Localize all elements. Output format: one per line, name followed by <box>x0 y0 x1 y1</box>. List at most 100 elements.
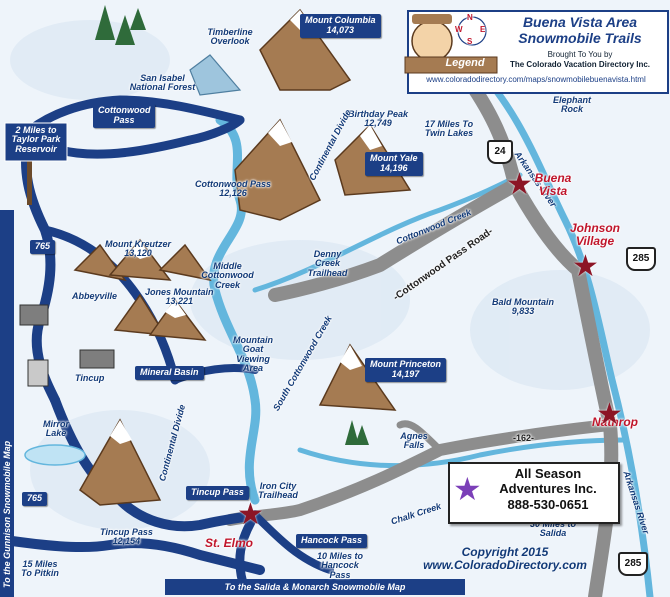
elephant-rock-label: Elephant Rock <box>552 95 591 115</box>
mount-yale-sign: Mount Yale 14,196 <box>365 152 423 176</box>
denny-creek-label: Denny Creek Trailhead <box>307 249 348 278</box>
chalk-creek-river <box>297 437 628 469</box>
us-24-shield: 24 <box>487 140 513 164</box>
mount-kreutzer-elevation: 13,120 <box>124 248 152 259</box>
agnes-falls-label: Agnes Falls <box>400 431 428 451</box>
cottonwood-pass-sign: Cottonwood Pass <box>93 104 155 128</box>
legend-title: Buena Vista Area Snowmobile Trails <box>518 14 642 46</box>
cottonwood-pass-elevation: 12,126 <box>219 188 247 199</box>
tincup-building <box>79 349 115 369</box>
jones-mountain-elevation: 13,221 <box>165 296 194 307</box>
legend-url[interactable]: www.coloradodirectory.com/maps/snowmobil… <box>426 75 646 84</box>
trail-timberline <box>25 95 245 135</box>
buildings <box>19 304 115 387</box>
twin-lakes-label: 17 Miles To Twin Lakes <box>424 119 474 139</box>
st-elmo-star-icon[interactable]: ★ <box>237 498 264 531</box>
salida-edge-label[interactable]: To the Salida & Monarch Snowmobile Map <box>165 579 465 595</box>
mount-kreutzer-name: Mount Kreutzer <box>105 239 171 249</box>
legend-brought-by-line: Brought To You by <box>547 50 613 59</box>
mount-yale-elevation: 14,196 <box>379 162 408 173</box>
nathrop-label: Nathrop <box>592 415 638 429</box>
tincup-pass-sign: Tincup Pass <box>186 486 249 500</box>
cottonwood-pass-name: Cottonwood Pass <box>195 179 271 189</box>
birthday-peak-name: Birthday Peak <box>348 109 409 119</box>
mountain-goat-label: Mountain Goat Viewing Area <box>233 335 273 374</box>
abbeyville-label: Abbeyville <box>72 291 118 301</box>
copyright: Copyright 2015 www.ColoradoDirectory.com <box>420 546 590 572</box>
legend-label: Legend <box>445 57 485 69</box>
jones-mountain-name: Jones Mountain <box>145 287 214 297</box>
san-isabel-label: San Isabel National Forest <box>129 73 196 93</box>
copyright-url[interactable]: www.ColoradoDirectory.com <box>423 558 587 572</box>
mount-columbia-name: Mount Columbia <box>305 15 376 25</box>
buena-vista-star-icon[interactable]: ★ <box>506 168 533 201</box>
mirror-lake-label: Mirror Lake <box>42 419 69 439</box>
mount-columbia-elevation: 14,073 <box>326 24 355 35</box>
compass-n: N <box>467 13 473 22</box>
salida-30mi-label: 30 Miles to Salida <box>529 519 576 539</box>
route-162-label: -162- <box>513 433 535 443</box>
legend-provider: The Colorado Vacation Directory Inc. <box>509 60 651 69</box>
cottonwood-pass-label: Cottonwood Pass 12,126 <box>195 179 271 199</box>
us-285-shield-south: 285 <box>618 552 648 576</box>
gunnison-edge-bar[interactable] <box>0 210 14 597</box>
compass-e: E <box>480 25 486 34</box>
mount-yale-name: Mount Yale <box>370 153 418 163</box>
jones-mountain-shape <box>148 298 207 341</box>
tincup-town-label: Tincup <box>75 373 105 383</box>
hancock-pass-sign: Hancock Pass <box>296 534 368 548</box>
legend-brought-by: Brought To You by The Colorado Vacation … <box>500 50 660 70</box>
gunnison-edge-label[interactable]: To the Gunnison Snowmobile Map <box>2 440 12 588</box>
mount-princeton-name: Mount Princeton <box>370 359 441 369</box>
johnson-village-label: Johnson Village <box>570 221 620 248</box>
advertiser-name[interactable]: All Season Adventures Inc. <box>499 466 597 496</box>
abbeyville-building <box>19 304 49 326</box>
mount-kreutzer-label: Mount Kreutzer 13,120 <box>105 239 171 259</box>
timberline-overlook-label: Timberline Overlook <box>207 27 253 47</box>
advertiser-box[interactable] <box>448 462 620 524</box>
tincup-cup <box>27 359 49 387</box>
bald-mountain-label: Bald Mountain 9,833 <box>492 297 554 317</box>
road-162 <box>224 419 616 526</box>
trees <box>95 5 369 445</box>
taylor-park-sign-post <box>4 122 68 205</box>
mirror-lake-shape <box>24 444 86 466</box>
tincup-pass-label: Tincup Pass 12,154 <box>100 527 153 547</box>
compass-s: S <box>467 37 473 46</box>
cottonwood-creek-east <box>252 172 523 293</box>
jones-mountain-label: Jones Mountain 13,221 <box>145 287 214 307</box>
iron-city-label: Iron City Trailhead <box>258 481 298 501</box>
copyright-line: Copyright 2015 <box>461 545 549 559</box>
mount-princeton-sign: Mount Princeton 14,197 <box>365 358 446 382</box>
route-765-south: 765 <box>22 492 48 506</box>
tincup-pass-peak <box>79 418 162 506</box>
trail-pitkin <box>0 535 265 575</box>
timberline-overlook-shape <box>189 54 242 96</box>
cottonwood-pass-road <box>268 178 522 302</box>
tincup-pass-elevation: 12,154 <box>112 536 141 547</box>
birthday-peak-label: Birthday Peak 12,749 <box>348 109 409 129</box>
st-elmo-label: St. Elmo <box>205 536 254 550</box>
mineral-basin-sign: Mineral Basin <box>135 366 204 380</box>
mount-columbia-sign: Mount Columbia 14,073 <box>300 14 381 38</box>
mount-princeton-elevation: 14,197 <box>391 368 420 379</box>
birthday-peak-elevation: 12,749 <box>364 118 392 129</box>
advertiser-phone[interactable]: 888-530-0651 <box>507 497 589 512</box>
bald-mountain-name: Bald Mountain <box>492 297 554 307</box>
advertiser-star-icon: ★ <box>453 471 482 507</box>
trail-hancock <box>251 511 334 574</box>
us-285-shield-north: 285 <box>626 247 656 271</box>
taylor-park-label: 2 Miles to Taylor Park Reservoir <box>11 125 61 154</box>
route-765-north: 765 <box>30 240 56 254</box>
buena-vista-label: Buena Vista <box>534 171 572 198</box>
nathrop-star-icon[interactable]: ★ <box>596 398 623 431</box>
middle-cottonwood-label: Middle Cottonwood Creek <box>201 261 254 290</box>
mount-kreutzer-shape <box>108 238 172 281</box>
pitkin-15mi-label: 15 Miles To Pitkin <box>21 559 59 579</box>
arkansas-river <box>466 56 654 597</box>
johnson-village-star-icon[interactable]: ★ <box>572 250 599 283</box>
bald-mountain-elevation: 9,833 <box>511 306 535 317</box>
spur-road <box>396 420 444 454</box>
compass-w: W <box>455 25 463 34</box>
